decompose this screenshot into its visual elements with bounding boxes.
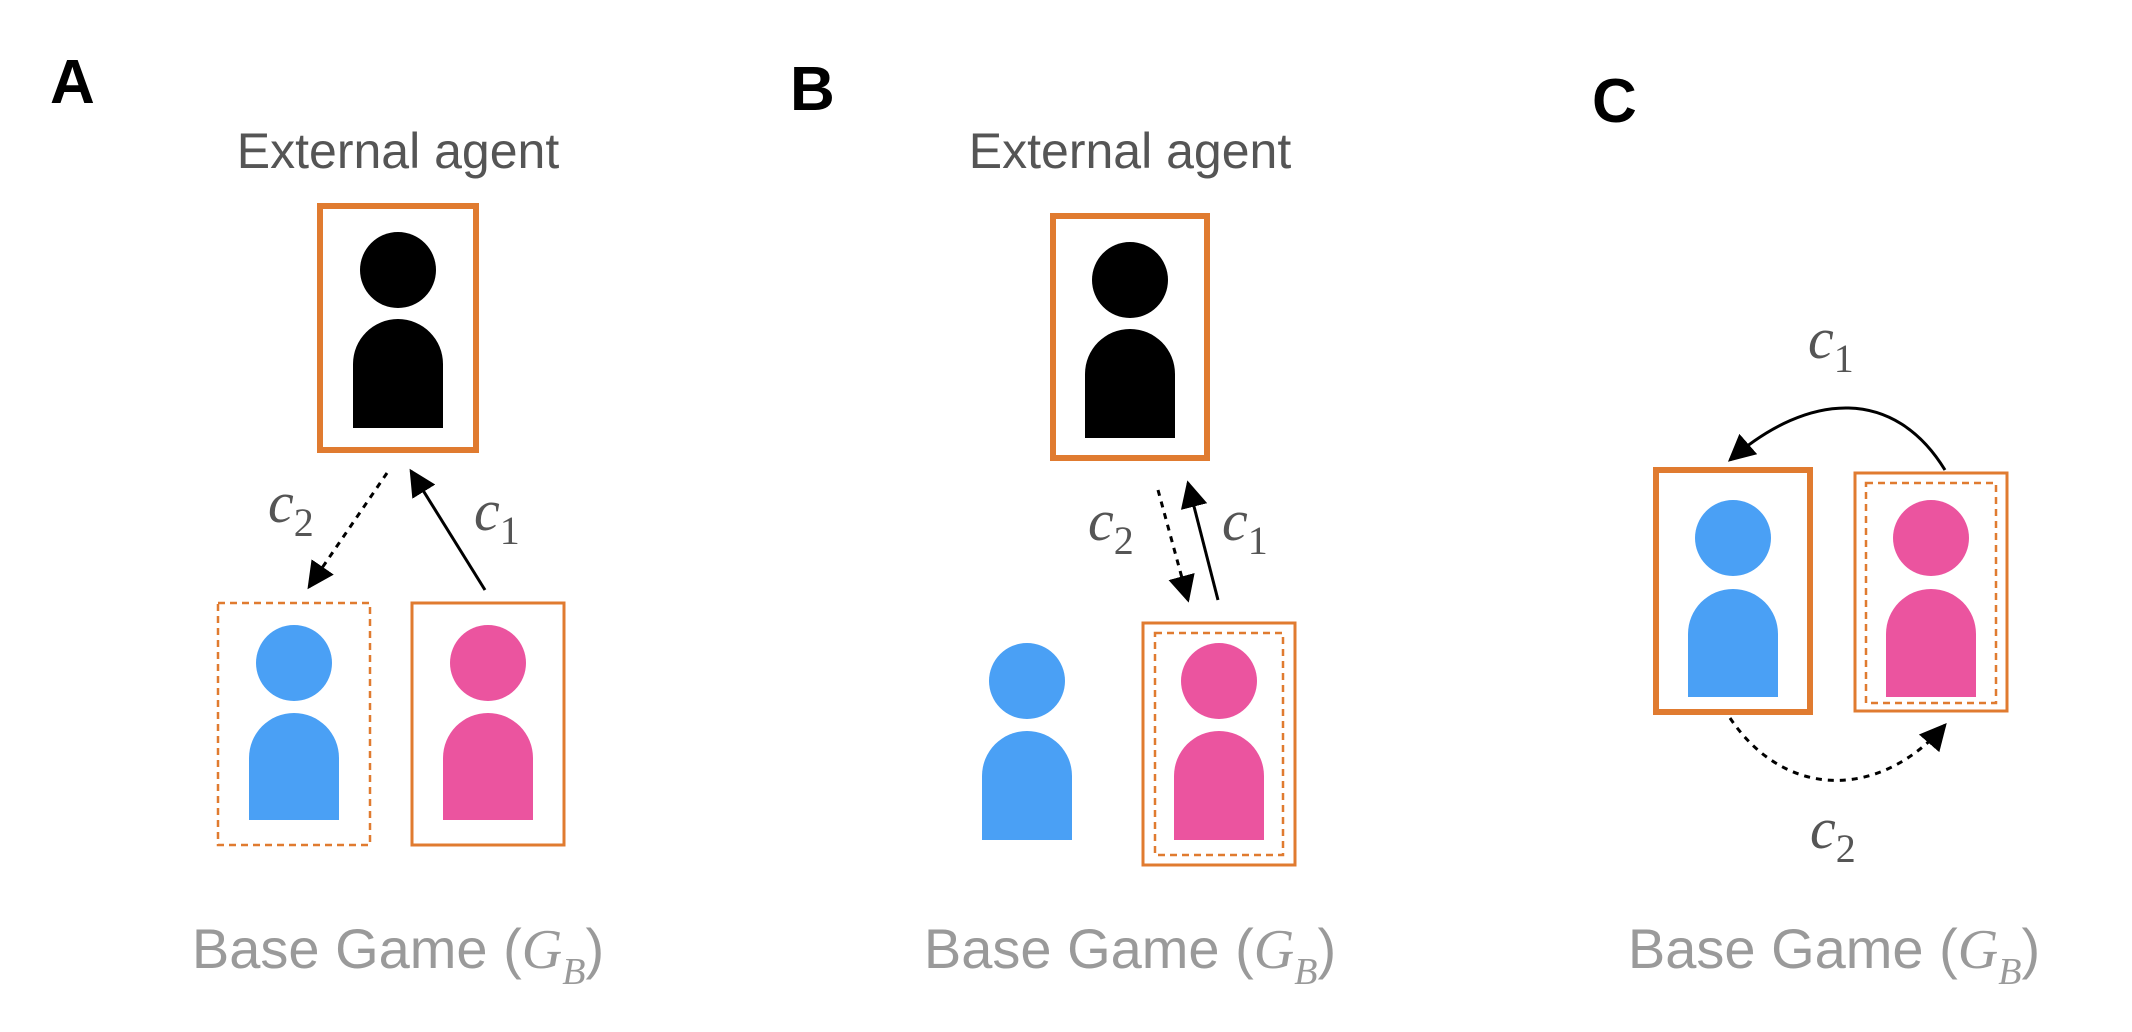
base-game-label-a: Base Game (GB) xyxy=(192,917,604,993)
blue-player-person-icon-c xyxy=(1688,500,1778,697)
blue-player-person-icon-a xyxy=(249,625,339,820)
pink-player-inner-dashed-box-c xyxy=(1864,481,1998,705)
edge-c2-arrow-a xyxy=(307,472,389,590)
external-agent-person-icon-b xyxy=(1085,242,1175,438)
pink-player-box-a xyxy=(410,601,566,847)
blue-player-person-icon-b xyxy=(982,643,1072,840)
panel-a: A External agent c2 c1 Base Game (GB) xyxy=(50,48,604,993)
edge-c1-arrow-a xyxy=(409,468,487,591)
panel-c: C c1 c2 Base Game (GB) xyxy=(1592,67,2040,993)
panel-b: B External agent c2 c1 Base Game (GB) xyxy=(790,55,1336,993)
external-agent-label-a: External agent xyxy=(237,123,560,179)
blue-player-box-a xyxy=(216,601,372,847)
edge-c1-arrow-b xyxy=(1180,480,1220,601)
edge-c1-arrow-c xyxy=(1727,406,1947,471)
external-agent-box-a xyxy=(317,203,479,453)
edge-label-c2-a: c2 xyxy=(268,470,314,545)
external-agent-person-icon-a xyxy=(353,232,443,428)
base-game-label-c: Base Game (GB) xyxy=(1628,917,2040,993)
pink-player-outer-box-c xyxy=(1853,471,2009,713)
panel-letter-b: B xyxy=(790,55,835,124)
edge-c2-arrow-c xyxy=(1728,717,1947,782)
edge-label-c1-c: c1 xyxy=(1808,306,1854,381)
pink-player-person-icon-b xyxy=(1174,643,1264,840)
panel-letter-a: A xyxy=(50,48,95,117)
pink-player-person-icon-a xyxy=(443,625,533,820)
edge-c2-arrow-b xyxy=(1156,489,1195,603)
edge-label-c1-a: c1 xyxy=(474,478,520,553)
base-game-label-b: Base Game (GB) xyxy=(924,917,1336,993)
pink-player-inner-dashed-box-b xyxy=(1153,631,1285,857)
edge-label-c2-b: c2 xyxy=(1088,488,1134,563)
pink-player-person-icon-c xyxy=(1886,500,1976,697)
edge-label-c1-b: c1 xyxy=(1222,488,1268,563)
pink-player-outer-box-b xyxy=(1141,621,1297,867)
external-agent-label-b: External agent xyxy=(969,123,1292,179)
edge-label-c2-c: c2 xyxy=(1810,796,1856,871)
blue-player-box-c xyxy=(1653,467,1813,715)
panel-letter-c: C xyxy=(1592,67,1637,136)
external-agent-box-b xyxy=(1050,213,1210,461)
